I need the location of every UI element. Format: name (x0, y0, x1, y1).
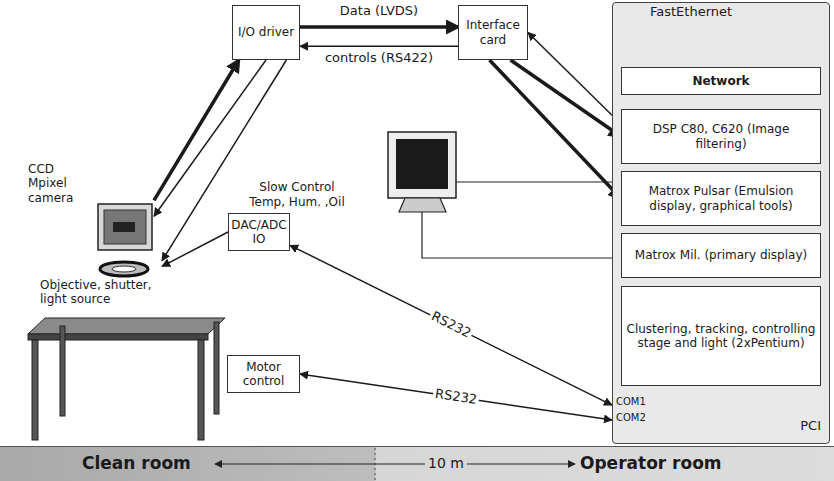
connector (162, 232, 228, 266)
node-text: Clustering, tracking, controlling stage … (626, 322, 816, 351)
node-text: Matrox Mil. (primary display) (635, 248, 807, 262)
pc-card: Matrox Pulsar (Emulsion display, graphic… (621, 171, 821, 226)
objective-lens (100, 262, 148, 276)
monitor-cable (422, 212, 620, 258)
connector (490, 60, 622, 199)
connector-label: RS232 (432, 387, 480, 408)
node-text: Matrox Pulsar (Emulsion display, graphic… (626, 184, 816, 213)
pc-card: Clustering, tracking, controlling stage … (621, 286, 821, 386)
distance-arrow (215, 463, 575, 464)
connector (300, 374, 612, 420)
node-text: Slow Control Temp, Hum. ,Oil (249, 180, 345, 209)
connector-label: RS232 (427, 309, 475, 342)
connector (290, 245, 612, 405)
connector (528, 33, 612, 116)
diagram-label: 10 m (425, 455, 467, 471)
diagram-label: FastEthernet (650, 4, 732, 19)
pc-card: Network (621, 67, 821, 95)
node-text: PCI (800, 418, 821, 433)
connector (300, 25, 458, 29)
node-text: Objective, shutter, light source (40, 278, 152, 307)
node-text: Network (692, 74, 749, 88)
camera-node: CCD Mpixel camera (28, 158, 154, 252)
node-text: Motor control (232, 360, 295, 389)
driver-box: I/O driver (232, 5, 300, 60)
pc-panel: PCI NetworkDSP C80, C620 (Image filtering… (612, 2, 830, 444)
connector-label: controls (RS422) (323, 51, 435, 65)
node-text: DSP C80, C620 (Image filtering) (626, 122, 816, 151)
monitor (388, 132, 456, 212)
objective-node: Objective, shutter, light source (40, 258, 162, 314)
node-text: I/O driver (238, 25, 294, 39)
pc-card: Matrox Mil. (primary display) (621, 233, 821, 278)
connector (300, 46, 458, 48)
connector (162, 60, 286, 261)
connector-label: Data (LVDS) (338, 4, 420, 18)
node-text: DAC/ADC IO (231, 218, 286, 247)
interface-box: Interface card (458, 5, 528, 60)
connector (154, 60, 266, 216)
diagram-label: COM2 (616, 412, 646, 423)
diagram-label: Clean room (82, 453, 191, 473)
ccd-camera (98, 204, 152, 250)
stage-table (28, 318, 225, 440)
monitor-cable (456, 181, 620, 182)
diagram-label: COM1 (616, 396, 646, 407)
diagram-label: Operator room (580, 453, 722, 473)
node-text: CCD Mpixel camera (28, 162, 92, 205)
node-text: Interface card (463, 18, 523, 47)
pc-card: DSP C80, C620 (Image filtering) (621, 109, 821, 164)
motor-box: Motor control (227, 355, 300, 393)
dac-box: Slow Control Temp, Hum. ,OilDAC/ADC IO (228, 213, 290, 251)
connector (154, 60, 239, 200)
